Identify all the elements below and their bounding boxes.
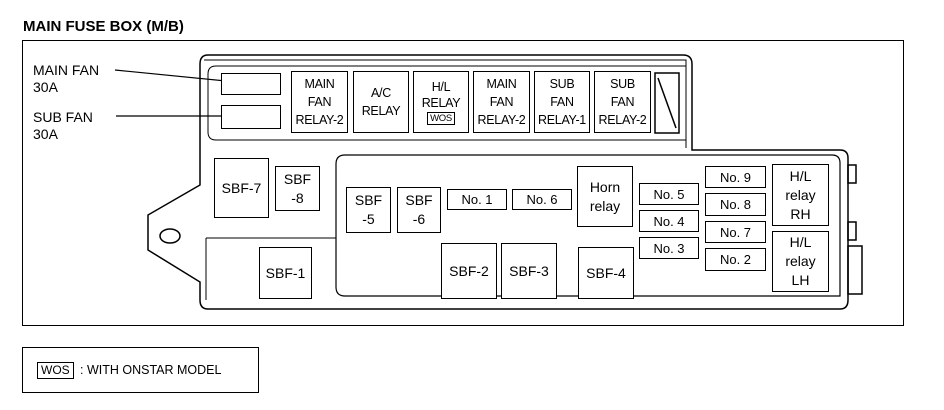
hl-relay-rh: H/L relay RH — [772, 164, 829, 226]
sbf-4: SBF-4 — [578, 247, 634, 299]
sbf-5: SBF -5 — [346, 187, 391, 233]
sub-fan-label: SUB FAN 30A — [33, 109, 93, 142]
hl-relay-lh: H/L relay LH — [772, 231, 829, 292]
main-fan-fuse — [221, 73, 281, 95]
fuse-no-5: No. 5 — [639, 183, 699, 205]
sub-fan-fuse — [221, 105, 281, 129]
fuse-no-4: No. 4 — [639, 210, 699, 232]
diagram-title: MAIN FUSE BOX (M/B) — [23, 18, 184, 35]
sbf-7: SBF-7 — [214, 158, 269, 218]
fuse-no-9: No. 9 — [705, 166, 766, 188]
fuse-no-3: No. 3 — [639, 237, 699, 259]
fuse-no-7: No. 7 — [705, 221, 766, 243]
hl-relay-box: H/L RELAY WOS — [413, 71, 469, 133]
hl-relay-label: H/L RELAY — [421, 80, 461, 110]
fuse-no-1: No. 1 — [447, 189, 507, 210]
main-fan-relay-2-left: MAIN FAN RELAY-2 — [291, 71, 348, 133]
main-fan-label: MAIN FAN 30A — [33, 62, 100, 95]
sbf-8: SBF -8 — [275, 166, 320, 211]
main-fan-relay-2-right: MAIN FAN RELAY-2 — [473, 71, 530, 133]
legend-wos-tag: WOS — [37, 362, 74, 379]
horn-relay: Horn relay — [577, 166, 633, 227]
fuse-no-8: No. 8 — [705, 193, 766, 216]
sbf-1: SBF-1 — [259, 247, 312, 299]
sub-fan-relay-1: SUB FAN RELAY-1 — [534, 71, 590, 133]
legend-text: : WITH ONSTAR MODEL — [80, 363, 222, 377]
fuse-no-2: No. 2 — [705, 248, 766, 271]
sub-fan-relay-2: SUB FAN RELAY-2 — [594, 71, 651, 133]
legend-box — [22, 347, 259, 393]
sbf-6: SBF -6 — [397, 187, 441, 233]
sbf-3: SBF-3 — [501, 243, 557, 299]
fuse-no-6: No. 6 — [512, 189, 572, 210]
sbf-2: SBF-2 — [441, 243, 497, 299]
hl-relay-wos-tag: WOS — [427, 112, 455, 125]
diagram-frame — [22, 40, 904, 326]
ac-relay: A/C RELAY — [353, 71, 409, 133]
